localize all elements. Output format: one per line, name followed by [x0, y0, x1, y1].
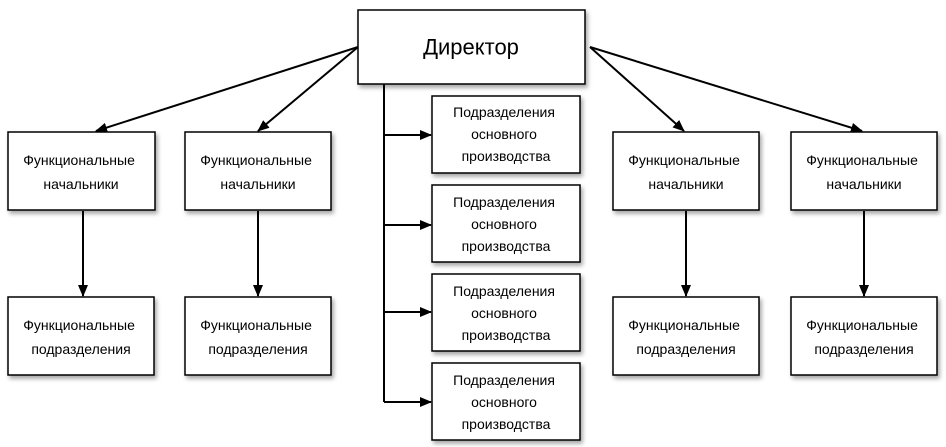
department-box-1 [7, 296, 155, 376]
manager-label-1: Функциональные начальники [23, 152, 139, 192]
director-box [357, 9, 586, 85]
connector-director-manager-4 [589, 46, 863, 133]
production-label-2: Подразделения основного производства [453, 194, 559, 254]
department-box-2 [184, 296, 332, 376]
connectors [78, 46, 869, 407]
production-box-3 [431, 273, 581, 352]
director-label: Директор [423, 35, 519, 60]
manager-label-3: Функциональные начальники [628, 152, 744, 192]
department-label-2: Функциональные подразделения [200, 317, 316, 357]
production-label-1: Подразделения основного производства [453, 104, 559, 164]
connector-director-manager-3 [589, 46, 685, 132]
manager-label-2: Функциональные начальники [200, 152, 316, 192]
manager-box-4 [790, 131, 938, 211]
production-box-1 [431, 95, 581, 174]
connector-director-manager-1 [95, 46, 359, 133]
manager-box-2 [184, 131, 332, 211]
department-label-4: Функциональные подразделения [806, 317, 922, 357]
manager-box-3 [612, 131, 760, 211]
department-label-1: Функциональные подразделения [23, 317, 139, 357]
production-box-4 [431, 362, 581, 441]
production-label-4: Подразделения основного производства [453, 372, 559, 432]
production-label-3: Подразделения основного производства [453, 283, 559, 343]
department-box-3 [612, 296, 760, 376]
department-label-3: Функциональные подразделения [628, 317, 744, 357]
manager-box-1 [7, 131, 156, 211]
production-box-2 [431, 184, 581, 263]
department-box-4 [790, 296, 938, 376]
connector-director-manager-2 [257, 46, 359, 132]
manager-label-4: Функциональные начальники [806, 152, 922, 192]
